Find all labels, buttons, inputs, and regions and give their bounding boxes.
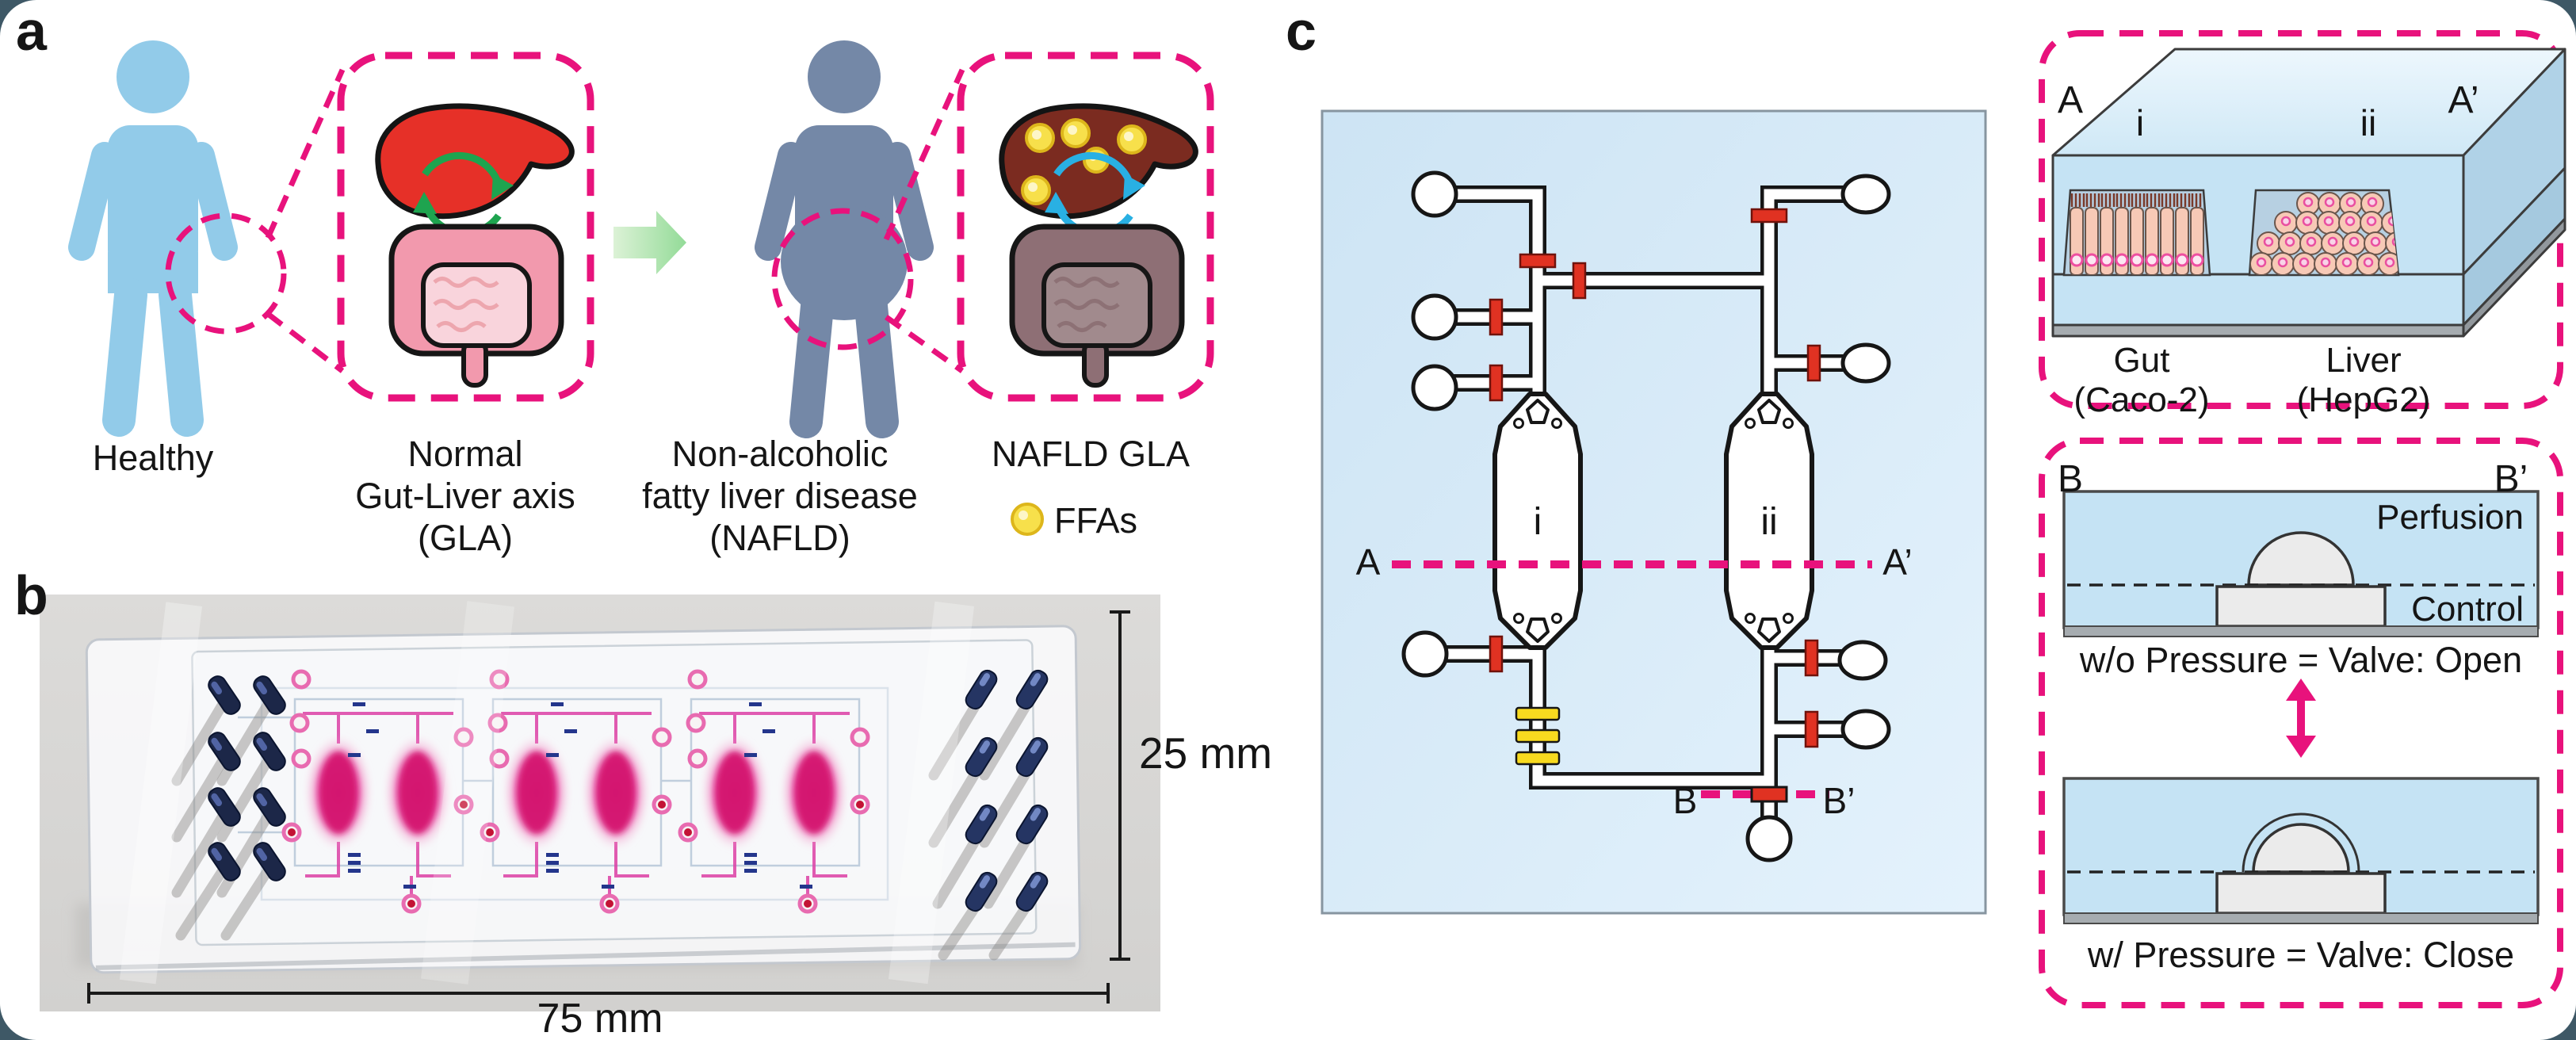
healthy-caption: Healthy <box>92 438 214 478</box>
nafld-caption-line1: Non-alcoholic <box>671 434 889 474</box>
valve-diagram-panel <box>2039 438 2563 1008</box>
cross-section-panel <box>2039 30 2566 409</box>
chip-photo <box>40 595 1160 1011</box>
culture-chamber-i <box>1492 392 1583 650</box>
liver-label-line1: Liver <box>2326 341 2402 380</box>
chip-ports <box>281 669 870 914</box>
nafld-gla-caption: NAFLD GLA <box>991 434 1191 474</box>
nafld-belly-dashed-circle <box>771 208 914 350</box>
nafld-caption-line3: (NAFLD) <box>709 518 850 558</box>
normal-gla-dashed-box <box>337 52 594 402</box>
toggle-arrow-icon <box>2286 679 2316 758</box>
nafld-person-icon <box>755 40 934 438</box>
valve-membrane-dome-closed <box>2252 823 2350 874</box>
schematic-section-b-label: B <box>1672 780 1698 821</box>
valve-open-diagram <box>2062 490 2540 637</box>
valve-seat-pedestal <box>2215 585 2387 628</box>
schematic-ports <box>1401 170 1891 862</box>
panel-c-letter: c <box>1286 0 1317 62</box>
healthy-person-icon <box>68 40 238 437</box>
peristaltic-valves-yellow <box>1515 706 1561 766</box>
chip-base-front <box>2051 323 2465 338</box>
control-valves-red <box>1489 208 1821 748</box>
valve-close-caption: w/ Pressure = Valve: Close <box>2087 935 2515 975</box>
schematic-section-a-label: A <box>1355 541 1381 583</box>
width-dimension-line <box>1110 610 1130 961</box>
valve-close-diagram <box>2062 777 2540 924</box>
nafld-gla-dashed-box <box>957 52 1214 402</box>
culture-chamber-ii <box>1724 392 1814 650</box>
ffa-legend-droplet-highlight <box>1019 510 1028 520</box>
glass-glare <box>119 601 975 985</box>
cross-section-chamber-i-label: i <box>2135 102 2145 143</box>
nafld-intestine-icon <box>1009 224 1185 388</box>
valve-panel-dashed-border <box>2039 438 2563 1008</box>
cross-section-chamber-ii-label: ii <box>2360 102 2377 143</box>
schematic-chamber-ii-label: ii <box>1760 501 1778 543</box>
healthy-belly-dashed-circle <box>165 212 287 335</box>
hepg2-cells <box>2249 192 2398 275</box>
panel-a-letter: a <box>16 0 47 62</box>
tubing-pins <box>208 669 1049 912</box>
nafld-zoom-connectors <box>883 68 965 373</box>
length-dimension-line <box>87 983 1110 1004</box>
chip-chambers <box>305 736 847 850</box>
perfusion-layer-label: Perfusion <box>2376 498 2524 537</box>
gla-caption-line1: Normal <box>407 434 523 474</box>
chip-valve-marks <box>348 702 812 889</box>
control-layer-label: Control <box>2411 590 2524 629</box>
ffa-legend-droplet-icon <box>1011 503 1044 536</box>
valve-seat-pedestal-2 <box>2215 872 2387 915</box>
chip-port-red-centers <box>288 801 864 908</box>
chip-schematic <box>1320 109 1987 915</box>
chip-front-face-lower <box>2051 273 2465 327</box>
transition-arrow-icon <box>613 211 686 274</box>
gla-caption-line2: Gut-Liver axis <box>355 476 575 516</box>
valve-open-caption: w/o Pressure = Valve: Open <box>2079 640 2523 680</box>
gut-label-line1: Gut <box>2113 341 2170 380</box>
schematic-chamber-i-label: i <box>1533 501 1542 543</box>
healthy-zoom-connectors <box>265 68 346 373</box>
ffa-legend-label: FFAs <box>1054 500 1138 541</box>
width-dimension-label: 25 mm <box>1139 728 1273 778</box>
nafld-liver-icon <box>999 103 1198 220</box>
schematic-section-a-prime-label: A’ <box>1882 541 1913 583</box>
valve-section-b-label: B <box>2057 458 2084 500</box>
panel-b-letter: b <box>14 564 48 626</box>
cross-section-a-label: A <box>2057 79 2084 121</box>
valve-section-b-prime-label: B’ <box>2494 458 2528 500</box>
gla-caption-line3: (GLA) <box>417 518 514 558</box>
nafld-caption-line2: fatty liver disease <box>642 476 918 516</box>
chip-base-right <box>2462 217 2566 338</box>
valve-membrane-dome <box>2247 531 2355 587</box>
deflected-membrane-arc-outer <box>2242 812 2360 873</box>
schematic-section-b-prime-label: B’ <box>1822 780 1856 821</box>
liver-label-line2: (HepG2) <box>2296 380 2431 419</box>
healthy-intestine-icon <box>388 224 564 388</box>
caco2-cells <box>2070 193 2204 275</box>
glass-base-strip-2 <box>2063 912 2539 924</box>
gut-label-line2: (Caco-2) <box>2073 380 2210 419</box>
etched-channel-traces <box>238 686 889 901</box>
cross-section-a-prime-label: A’ <box>2448 79 2479 121</box>
glass-base-strip <box>2063 625 2539 637</box>
ffa-droplets-on-liver <box>1021 118 1147 205</box>
dye-filled-channels <box>303 712 850 902</box>
section-b-valve <box>1750 786 1788 803</box>
length-dimension-label: 75 mm <box>537 996 663 1040</box>
